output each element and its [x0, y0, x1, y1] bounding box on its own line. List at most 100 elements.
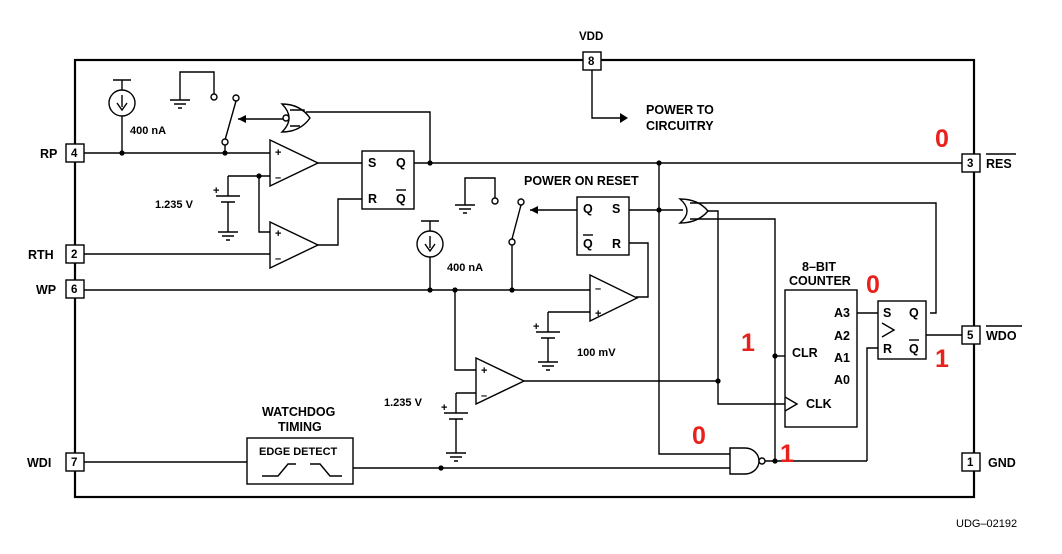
svg-text:A1: A1 [834, 351, 850, 365]
nand-output-level-annotation: 1 [780, 440, 794, 468]
wp-pin-box [65, 279, 85, 299]
latch-1 [361, 150, 415, 210]
nand-gate [729, 447, 760, 475]
vdd-power-arrow [620, 113, 628, 123]
wdi-pin-number: 7 [71, 457, 77, 469]
switch-2-blade [511, 204, 522, 240]
svg-text:+: + [275, 147, 281, 159]
current-source-1-arrow-icon [116, 95, 128, 112]
edge-detect-block [246, 437, 354, 485]
or-gate-2-in-top [690, 202, 937, 314]
svg-text:R: R [368, 192, 377, 206]
wdi-pin-label: WDI [27, 456, 51, 470]
svg-text:A2: A2 [834, 329, 850, 343]
current-source-1-label: 400 nA [130, 125, 166, 137]
vdd-power-wire [591, 70, 620, 119]
svg-text:+: + [533, 321, 539, 333]
latch-3-r-wire [866, 347, 878, 461]
counter-clr-level-annotation: 1 [741, 329, 755, 357]
power-to-label: POWER TO [646, 103, 714, 117]
battery-3-icon [536, 312, 560, 371]
package-outline [73, 58, 976, 499]
current-source-2-label: 400 nA [447, 262, 483, 274]
vdd-pin-number: 8 [588, 56, 595, 68]
svg-text:+: + [213, 185, 219, 197]
vref-3-label: 100 mV [577, 347, 616, 359]
watchdog-label-2: TIMING [278, 420, 322, 434]
rth-pin-number: 2 [71, 249, 77, 261]
battery-2-icon [444, 393, 468, 462]
gnd-pin-label: GND [988, 456, 1016, 470]
latch-3-clk-icon [881, 322, 896, 338]
svg-text:–: – [595, 283, 601, 295]
svg-text:–: – [275, 172, 281, 184]
wdo-pin-number: 5 [967, 330, 974, 342]
power-on-reset-label: POWER ON RESET [524, 174, 639, 188]
svg-text:CLK: CLK [806, 397, 832, 411]
circuitry-label: CIRCUITRY [646, 119, 714, 133]
rising-edge-icon [262, 463, 296, 477]
ground-1-icon [170, 99, 190, 109]
svg-text:S: S [883, 306, 891, 320]
counter-label-1: 8–BIT [802, 260, 836, 274]
vref-2-label: 1.235 V [384, 397, 423, 409]
svg-text:+: + [595, 308, 601, 320]
res-level-annotation: 0 [935, 125, 949, 153]
svg-text:S: S [612, 202, 620, 216]
latch-3 [877, 300, 927, 360]
or-gate-1-feedback-wire [306, 111, 431, 163]
svg-text:Q: Q [396, 156, 406, 170]
rp-pin-label: RP [40, 147, 57, 161]
wdo-level-annotation: 1 [935, 345, 949, 373]
svg-text:Q: Q [583, 237, 593, 251]
latch-2-r-wire [629, 242, 649, 298]
switch-2-ground-wire [464, 177, 496, 205]
svg-text:+: + [441, 402, 447, 414]
switch-1-blade [224, 100, 237, 141]
ground-2-icon [455, 204, 475, 214]
comparator-3 [589, 273, 639, 323]
edge-detect-label: EDGE DETECT [259, 446, 338, 458]
falling-edge-icon [310, 463, 342, 477]
svg-text:–: – [481, 390, 487, 402]
counter-label-2: COUNTER [789, 274, 851, 288]
nand-input-res [658, 163, 730, 455]
svg-text:CLR: CLR [792, 346, 818, 360]
svg-text:Q: Q [583, 202, 593, 216]
switch-1-ground-wire [179, 71, 215, 100]
clk-wire [717, 381, 785, 405]
svg-text:R: R [883, 342, 892, 356]
watchdog-label-1: WATCHDOG [262, 405, 335, 419]
comparator-1 [269, 138, 320, 188]
svg-text:+: + [481, 365, 487, 377]
counter-a3-level-annotation: 0 [866, 271, 880, 299]
res-pin-number: 3 [967, 158, 973, 170]
comparator-2 [269, 220, 320, 270]
svg-text:R: R [612, 237, 621, 251]
svg-text:S: S [368, 156, 376, 170]
vdd-pin-label: VDD [579, 31, 603, 43]
or-gate-2 [678, 198, 709, 224]
svg-text:Q: Q [909, 342, 919, 356]
svg-text:+: + [275, 228, 281, 240]
comparator-4 [475, 356, 526, 406]
clk-triangle-icon [784, 396, 799, 412]
svg-text:A3: A3 [834, 306, 850, 320]
vref-1-label: 1.235 V [155, 199, 194, 211]
gnd-pin-box [961, 452, 981, 472]
svg-text:Q: Q [909, 306, 919, 320]
comparator-2-output [318, 198, 362, 246]
gnd-pin-number: 1 [967, 457, 974, 469]
res-pin-label: RES [986, 157, 1012, 171]
svg-text:Q: Q [396, 192, 406, 206]
or-gate-2-in-bottom [690, 218, 776, 461]
svg-text:A0: A0 [834, 373, 850, 387]
figure-reference: UDG–02192 [956, 518, 1017, 530]
battery-1-icon [216, 176, 240, 241]
wp-pin-number: 6 [71, 284, 77, 296]
svg-text:–: – [275, 253, 281, 265]
wp-pin-label: WP [36, 283, 56, 297]
rp-pin-number: 4 [71, 148, 78, 160]
nand-input-level-annotation: 0 [692, 422, 706, 450]
